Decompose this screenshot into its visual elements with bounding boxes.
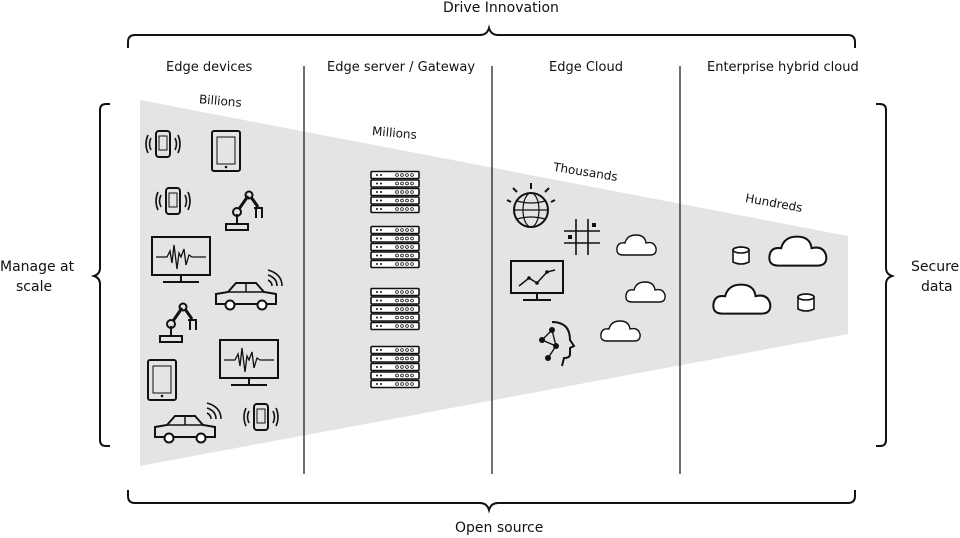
- server-rack-icon: [371, 347, 419, 388]
- right-label-line1: Secure: [911, 259, 960, 275]
- left-label-line1: Manage at: [0, 259, 75, 275]
- column-header-enterprise: Enterprise hybrid cloud: [707, 60, 859, 75]
- globe-icon: [506, 183, 556, 228]
- bottom-label: Open source: [455, 520, 544, 536]
- right-brace: [876, 103, 896, 447]
- hashtag-grid-icon: [564, 219, 600, 255]
- left-brace: [90, 103, 110, 447]
- database-icon: [732, 246, 750, 265]
- left-label-line2: scale: [16, 279, 53, 295]
- column-header-edge-devices: Edge devices: [166, 60, 253, 75]
- database-icon: [797, 293, 815, 312]
- column-header-edge-cloud: Edge Cloud: [549, 60, 623, 75]
- server-rack-icon: [371, 289, 419, 330]
- server-rack-icon: [371, 172, 419, 213]
- server-rack-icon: [371, 227, 419, 268]
- bottom-brace: [127, 490, 856, 514]
- ai-head-icon: [539, 321, 576, 367]
- monitor-chart-icon: [510, 260, 564, 301]
- column-header-edge-server: Edge server / Gateway: [327, 60, 476, 75]
- top-brace: [127, 24, 856, 48]
- right-label-line2: data: [921, 279, 953, 295]
- top-label: Drive Innovation: [443, 0, 559, 16]
- funnel-shape: [140, 100, 848, 466]
